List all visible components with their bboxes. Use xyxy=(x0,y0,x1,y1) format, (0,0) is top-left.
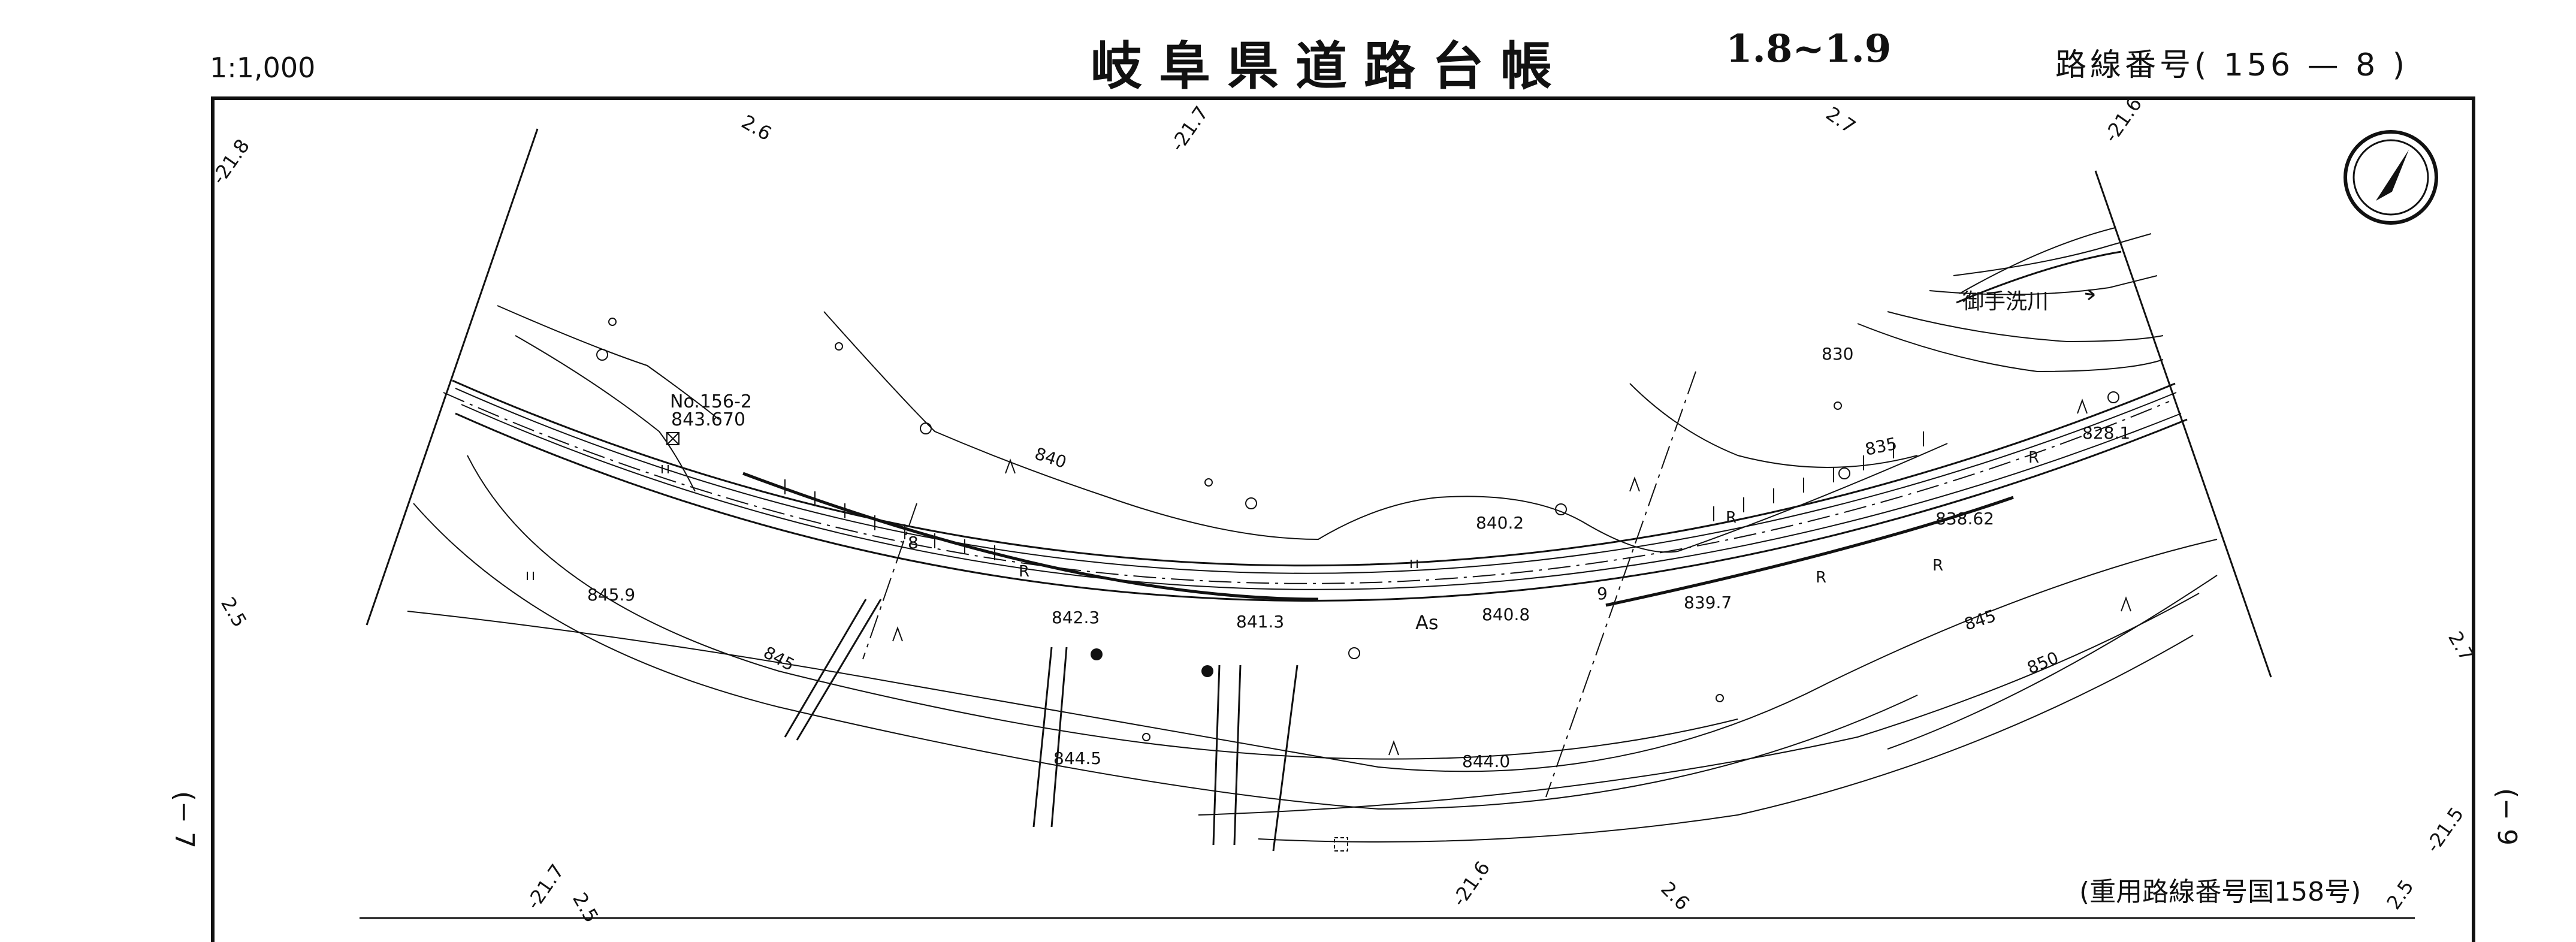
retaining-wall-mark: R xyxy=(1019,563,1029,581)
grass-icon xyxy=(527,465,1418,580)
retaining-wall-marks: R R R R R xyxy=(1019,449,2039,587)
river-bank xyxy=(1956,250,2122,304)
tree-icon xyxy=(608,318,617,326)
retaining-wall-mark: R xyxy=(1932,557,1943,575)
benchmark-icon xyxy=(666,432,680,445)
guardrail-line xyxy=(742,472,2014,607)
grid-label: -21.7 xyxy=(1165,102,1213,156)
side-roads xyxy=(784,599,1298,852)
utility-pole-icon xyxy=(1348,647,1360,659)
utility-pole-icon xyxy=(1245,497,1257,509)
deciduous-icon xyxy=(892,398,2131,756)
grid-label: 2.7 xyxy=(1822,102,1859,138)
grid-label: -21.7 xyxy=(521,860,569,914)
utility-pole-icon xyxy=(1838,467,1850,479)
route-number-label: 路線番号( xyxy=(2055,47,2210,83)
sheet-title: 岐阜県道路台帳 xyxy=(1091,36,1569,96)
contour-label: 850 xyxy=(2024,648,2061,678)
alignment-lines xyxy=(862,371,1696,798)
manhole-icons xyxy=(1091,648,1213,677)
grid-label: 2.5 xyxy=(568,889,603,926)
spot-elevation: 838.62 xyxy=(1935,509,1994,529)
adjacent-sheet-left: (− 7 xyxy=(169,791,200,849)
grid-label: -21.5 xyxy=(2421,803,2468,857)
spot-elevation: 844.5 xyxy=(1053,748,1101,768)
map-scale: 1:1,000 xyxy=(210,52,316,84)
contour-label: 845 xyxy=(1962,606,1998,635)
tree-icon xyxy=(1716,694,1724,702)
station-number: 8 xyxy=(908,533,919,552)
grid-label: 2.6 xyxy=(738,110,775,145)
overlap-route-note: (重用路線番号国158号) xyxy=(2079,877,2361,907)
grid-label: 2.5 xyxy=(216,593,251,631)
utility-pole-icon xyxy=(2107,391,2119,403)
road-centerline xyxy=(443,392,2170,584)
pavement-label: As xyxy=(1415,611,1439,634)
route-number-value: 156 — 8 xyxy=(2223,47,2379,83)
spot-elevation: 839.7 xyxy=(1684,593,1732,612)
benchmark-elevation: 843.670 xyxy=(671,409,745,430)
utility-pole-icon xyxy=(920,422,932,434)
grid-label: -21.6 xyxy=(1447,857,1494,911)
utility-pole-icon xyxy=(1555,503,1567,515)
spot-elevation: 840.8 xyxy=(1482,605,1530,624)
road-edges xyxy=(452,379,2188,602)
north-arrow-icon xyxy=(2344,130,2438,225)
contour-lines xyxy=(407,233,2218,843)
tree-icon xyxy=(1834,401,1842,410)
tree-icon xyxy=(1204,478,1213,487)
contour-labels: 840 835 830 845 845 850 xyxy=(760,344,2061,678)
utility-pole-icon xyxy=(596,349,608,361)
retaining-wall-mark: R xyxy=(2028,449,2039,467)
station-number: 9 xyxy=(1597,584,1608,603)
route-number: 路線番号( 156 — 8 ) xyxy=(2055,40,2408,84)
map-symbols xyxy=(527,318,2131,756)
retaining-wall-mark: R xyxy=(1726,509,1737,527)
grid-label: 2.5 xyxy=(2382,875,2418,913)
adjacent-sheet-right: (− 9 xyxy=(2492,788,2522,846)
contour-label: 830 xyxy=(1822,344,1853,364)
spot-elevation: 841.3 xyxy=(1236,612,1284,632)
survey-boundary xyxy=(366,128,2272,678)
contour-label: 840 xyxy=(1032,443,1069,472)
river-label: 御手洗川 xyxy=(1962,289,2049,314)
spot-elevation: 844.0 xyxy=(1462,751,1510,771)
retaining-wall-mark: R xyxy=(1816,569,1826,587)
grid-label: -21.6 xyxy=(2099,93,2146,147)
spot-elevations: 845.9 842.3 841.3 840.2 840.8 839.7 838.… xyxy=(587,423,2130,771)
map-frame xyxy=(211,96,2475,942)
benchmark-name: No.156-2 xyxy=(670,391,752,412)
slope-hatch xyxy=(784,431,1924,560)
stream-line xyxy=(1959,227,2116,294)
river-flow-arrow xyxy=(2085,289,2095,301)
tree-icon xyxy=(1142,733,1150,741)
spot-elevation: 842.3 xyxy=(1052,608,1100,627)
spot-elevation: 845.9 xyxy=(587,585,635,605)
spot-elevation: 828.1 xyxy=(2082,423,2130,443)
contour-label: 845 xyxy=(760,642,798,675)
route-number-close: ) xyxy=(2392,47,2409,83)
grid-labels: -21.8 2.6 -21.7 2.7 -21.6 2.5 2.7 -21.7 … xyxy=(207,93,2478,926)
structure-icon xyxy=(1334,837,1348,852)
tree-icon xyxy=(835,342,843,351)
sheet-range: 1.8~1.9 xyxy=(1726,26,1892,71)
spot-elevation: 840.2 xyxy=(1476,513,1524,533)
road-lane-lines xyxy=(455,388,2182,590)
grid-label: 2.6 xyxy=(1656,877,1694,915)
